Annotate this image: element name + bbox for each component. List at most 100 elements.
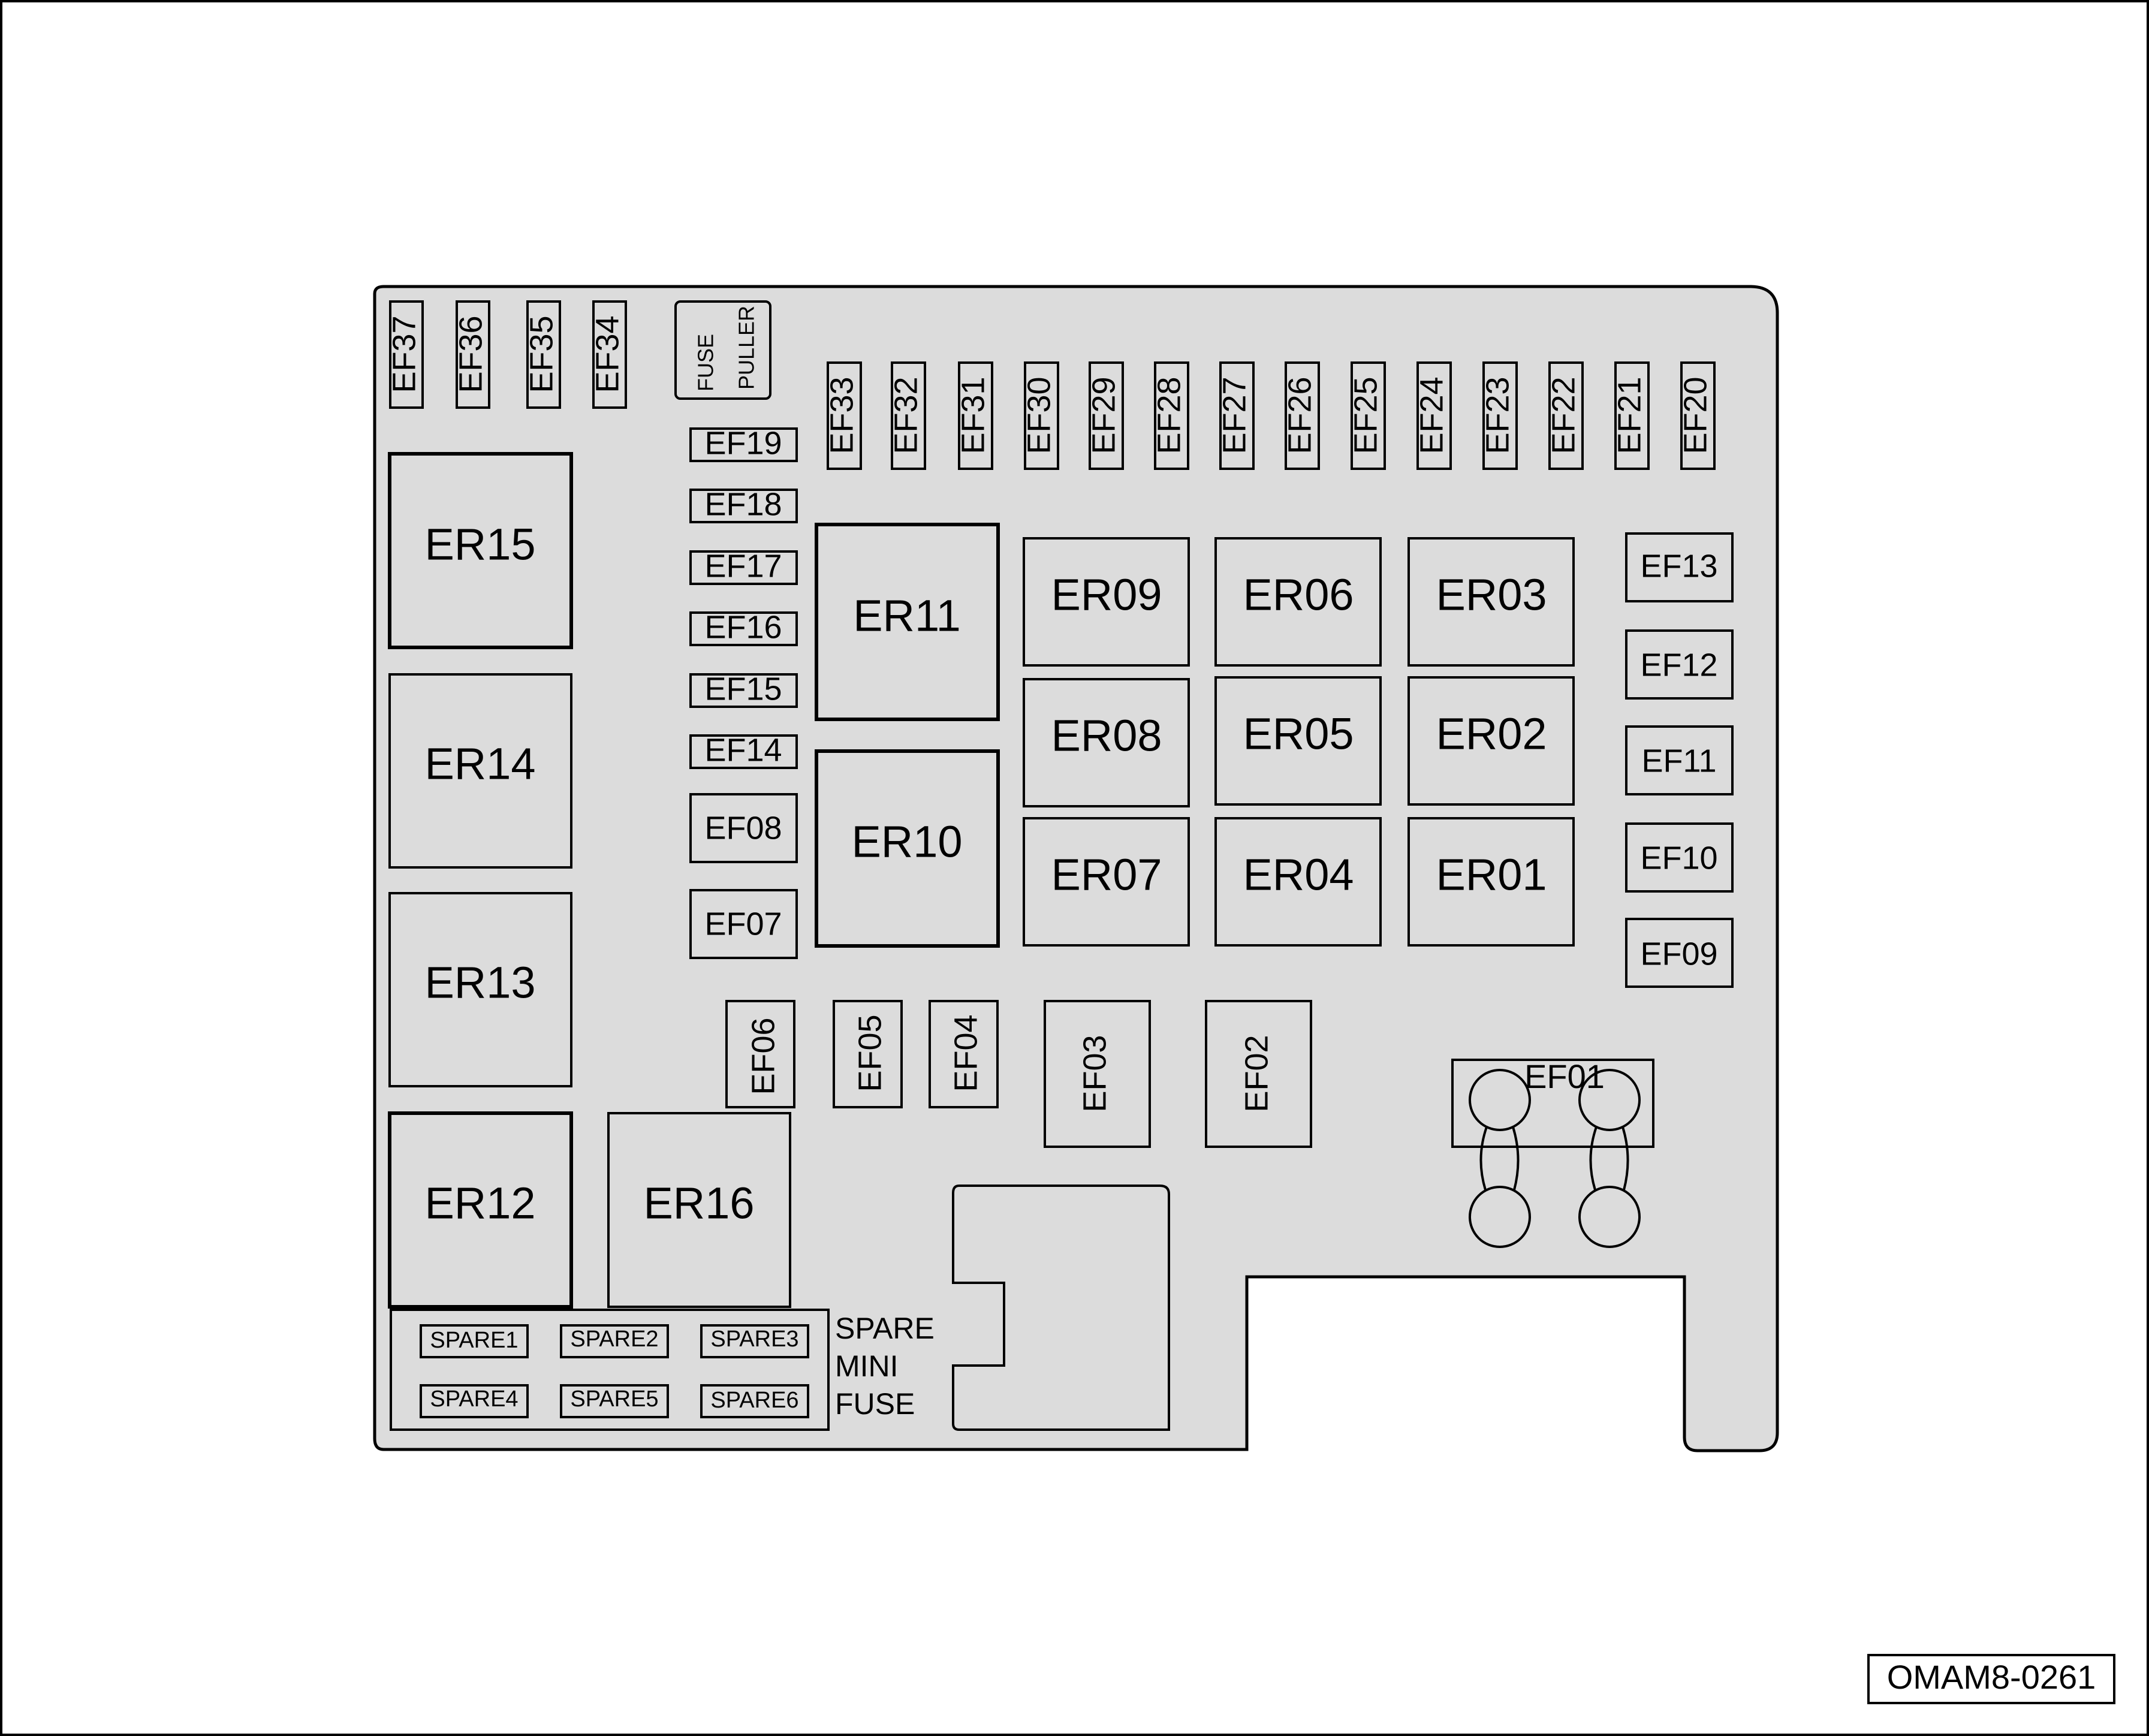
spare-fuse-3[interactable]: SPARE3 — [700, 1324, 809, 1358]
ef35-label: EF35 — [523, 315, 559, 393]
relay-er03[interactable]: ER03 — [1407, 537, 1575, 667]
er05-label: ER05 — [1243, 709, 1354, 759]
fuse-ef19[interactable]: EF19 — [689, 425, 798, 462]
ef01-holder — [1451, 1059, 1654, 1148]
fuse-ef10[interactable]: EF10 — [1625, 822, 1734, 893]
fuse-ef26[interactable]: EF26 — [1282, 361, 1320, 470]
ef18-label: EF18 — [704, 486, 782, 522]
ef13-label: EF13 — [1640, 548, 1717, 584]
ef15-label: EF15 — [704, 671, 782, 707]
fuse-puller-label-1: FUSE — [694, 334, 718, 391]
relay-er06[interactable]: ER06 — [1214, 537, 1382, 667]
relay-er15[interactable]: ER15 — [388, 452, 573, 649]
spare-fuse-2[interactable]: SPARE2 — [560, 1324, 669, 1358]
fuse-ef07[interactable]: EF07 — [689, 889, 798, 959]
er15-label: ER15 — [424, 520, 535, 569]
fuse-ef29[interactable]: EF29 — [1086, 361, 1124, 470]
diagram-code: OMAM8-0261 — [1887, 1658, 2096, 1696]
ef14-label: EF14 — [704, 732, 782, 768]
ef01-label: EF01 — [1524, 1057, 1605, 1095]
er02-label: ER02 — [1436, 709, 1547, 759]
ef36-label: EF36 — [453, 315, 489, 393]
spare-fuse-frame — [390, 1309, 830, 1431]
fuse-ef17[interactable]: EF17 — [689, 548, 798, 585]
ef06-label: EF06 — [745, 1017, 781, 1095]
fuse-ef27[interactable]: EF27 — [1216, 361, 1255, 470]
ef26-label: EF26 — [1282, 376, 1318, 454]
fuse-ef08[interactable]: EF08 — [689, 793, 798, 863]
fuse-ef20[interactable]: EF20 — [1677, 361, 1716, 470]
ef27-label: EF27 — [1216, 376, 1252, 454]
fuse-ef33[interactable]: EF33 — [824, 361, 862, 470]
fuse-ef21[interactable]: EF21 — [1611, 361, 1650, 470]
ef07-label: EF07 — [704, 906, 782, 942]
fuse-ef23[interactable]: EF23 — [1479, 361, 1518, 470]
relay-er09[interactable]: ER09 — [1023, 537, 1190, 667]
er13-label: ER13 — [424, 958, 535, 1008]
relay-er12[interactable]: ER12 — [388, 1111, 573, 1309]
relay-er13[interactable]: ER13 — [388, 892, 572, 1087]
fuse-ef15[interactable]: EF15 — [689, 671, 798, 708]
fuse-ef28[interactable]: EF28 — [1151, 361, 1189, 470]
fuse-ef05[interactable]: EF05 — [833, 1000, 903, 1108]
fuse-ef04[interactable]: EF04 — [929, 1000, 999, 1108]
spare-fuse-4[interactable]: SPARE4 — [420, 1384, 529, 1418]
fuse-ef36[interactable]: EF36 — [453, 300, 490, 409]
large-housing — [952, 1185, 1170, 1431]
fuse-puller-label-2: PULLER — [734, 306, 759, 390]
ef23-label: EF23 — [1479, 376, 1515, 454]
spare-fuse-5[interactable]: SPARE5 — [560, 1384, 669, 1418]
fuse-ef31[interactable]: EF31 — [955, 361, 993, 470]
fuse-ef03[interactable]: EF03 — [1044, 1000, 1151, 1148]
fuse-ef37[interactable]: EF37 — [386, 300, 424, 409]
spare2-label: SPARE2 — [570, 1327, 658, 1352]
relay-er14[interactable]: ER14 — [388, 673, 572, 869]
ef30-label: EF30 — [1021, 376, 1057, 454]
er04-label: ER04 — [1243, 850, 1354, 900]
ef12-label: EF12 — [1640, 647, 1717, 683]
fuse-ef11[interactable]: EF11 — [1625, 725, 1734, 795]
fuse-ef06[interactable]: EF06 — [725, 1000, 795, 1108]
ef33-label: EF33 — [824, 376, 860, 454]
relay-er05[interactable]: ER05 — [1214, 676, 1382, 806]
fuse-ef16[interactable]: EF16 — [689, 609, 798, 646]
fuse-ef14[interactable]: EF14 — [689, 732, 798, 769]
relay-er08[interactable]: ER08 — [1023, 678, 1190, 807]
fuse-ef32[interactable]: EF32 — [888, 361, 926, 470]
ef32-label: EF32 — [888, 376, 924, 454]
fuse-ef18[interactable]: EF18 — [689, 486, 798, 523]
relay-er04[interactable]: ER04 — [1214, 817, 1382, 947]
fuse-ef22[interactable]: EF22 — [1545, 361, 1584, 470]
relay-er11[interactable]: ER11 — [815, 523, 1000, 721]
er06-label: ER06 — [1243, 570, 1354, 620]
relay-er10[interactable]: ER10 — [815, 749, 1000, 948]
spare1-label: SPARE1 — [430, 1328, 518, 1353]
spare-fuse-6[interactable]: SPARE6 — [700, 1384, 809, 1418]
er01-label: ER01 — [1436, 850, 1547, 900]
fuse-ef09[interactable]: EF09 — [1625, 918, 1734, 988]
relay-er02[interactable]: ER02 — [1407, 676, 1575, 806]
er16-label: ER16 — [643, 1179, 754, 1228]
relay-er07[interactable]: ER07 — [1023, 817, 1190, 947]
fuse-ef12[interactable]: EF12 — [1625, 629, 1734, 700]
er03-label: ER03 — [1436, 570, 1547, 620]
fuse-ef25[interactable]: EF25 — [1348, 361, 1386, 470]
ef02-label: EF02 — [1238, 1035, 1274, 1112]
fuse-puller[interactable] — [674, 300, 771, 400]
fuse-ef24[interactable]: EF24 — [1413, 361, 1452, 470]
ef24-label: EF24 — [1413, 376, 1449, 454]
fuse-ef30[interactable]: EF30 — [1021, 361, 1059, 470]
ef01-terminal-right — [1578, 1069, 1641, 1248]
diagram-code-box: OMAM8-0261 — [1867, 1654, 2115, 1704]
fuse-ef34[interactable]: EF34 — [589, 300, 627, 409]
ef21-label: EF21 — [1611, 376, 1647, 454]
ef17-label: EF17 — [704, 548, 782, 584]
spare-fuse-1[interactable]: SPARE1 — [420, 1324, 529, 1358]
relay-er01[interactable]: ER01 — [1407, 817, 1575, 947]
fuse-ef35[interactable]: EF35 — [523, 300, 561, 409]
fuse-ef02[interactable]: EF02 — [1205, 1000, 1312, 1148]
relay-er16[interactable]: ER16 — [607, 1112, 791, 1308]
fuse-ef13[interactable]: EF13 — [1625, 532, 1734, 602]
